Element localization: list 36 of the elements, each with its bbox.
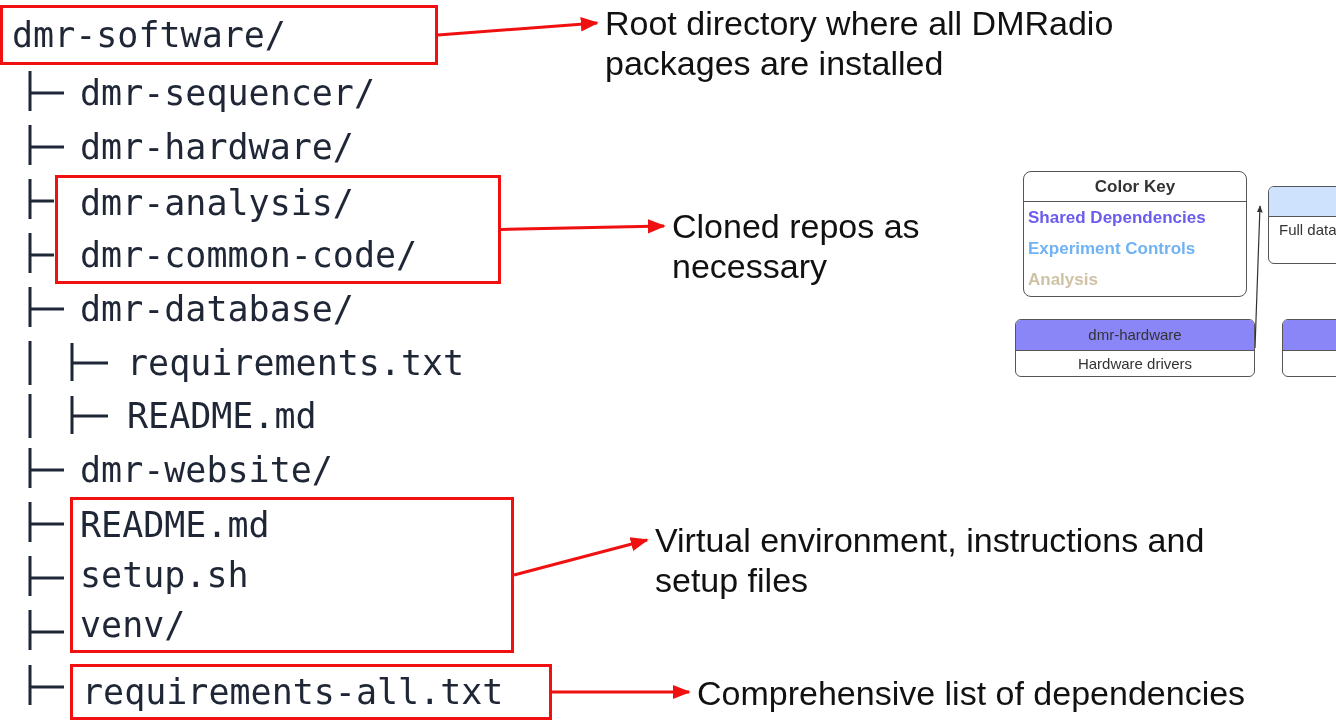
highlight-box — [55, 175, 501, 284]
file-name: dmr-hardware/ — [80, 126, 354, 169]
file-name: requirements-all.txt — [81, 671, 505, 714]
file-name: dmr-database/ — [80, 288, 354, 331]
annotation-text: Root directory where all DMRadio packages are installed — [605, 3, 1115, 83]
annotation-text: Comprehensive list of dependencies — [697, 673, 1247, 713]
file-name: dmr-sequencer/ — [80, 72, 375, 115]
file-name: setup.sh — [79, 554, 250, 597]
card-text: Full data — [1278, 220, 1336, 240]
file-name: README.md — [79, 504, 271, 547]
arrow — [513, 537, 649, 577]
file-name: dmr-analysis/ — [79, 182, 355, 225]
key-title: Color Key — [1024, 172, 1246, 202]
file-name: dmr-common-code/ — [79, 233, 419, 277]
highlight-box — [0, 5, 438, 65]
annotation-text: Virtual environment, instructions and setup files — [655, 520, 1206, 600]
legend-entry: Shared Dependencies — [1027, 207, 1207, 229]
file-name: dmr-website/ — [80, 449, 333, 492]
file-name: requirements.txt — [127, 342, 465, 385]
module-card — [1268, 186, 1336, 264]
arrow — [500, 219, 666, 234]
card-header: dmr-hardware — [1016, 320, 1254, 351]
arrow — [437, 17, 599, 37]
color-key-card — [1023, 171, 1247, 297]
card-text: Hardware drivers — [1076, 354, 1194, 374]
annotation-text: Cloned repos as necessary — [672, 206, 921, 286]
module-card — [1282, 319, 1336, 377]
arrow — [552, 684, 691, 700]
file-name: dmr-software/ — [11, 14, 287, 57]
file-name: README.md — [127, 395, 317, 438]
file-name: venv/ — [79, 604, 187, 647]
highlight-box — [70, 664, 552, 720]
module-card — [1015, 319, 1255, 377]
highlight-box — [70, 497, 514, 653]
legend-entry: Experiment Controls — [1027, 238, 1197, 260]
legend-entry: Analysis — [1027, 269, 1099, 291]
